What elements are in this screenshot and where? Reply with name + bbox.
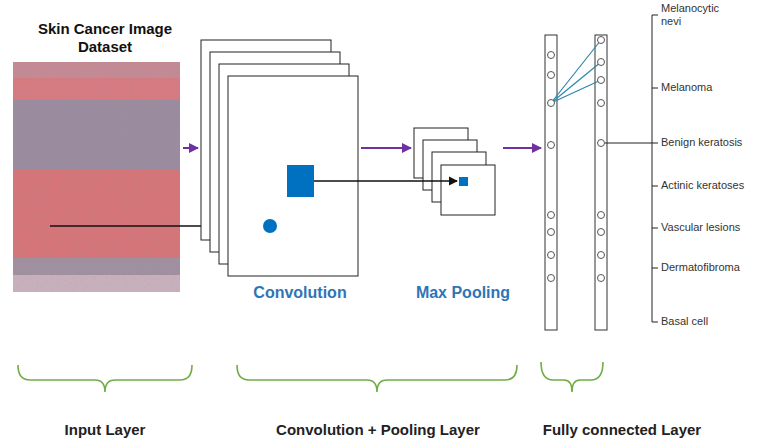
flow-arrow — [503, 147, 541, 149]
kernel-square — [287, 165, 314, 197]
neuron — [548, 72, 555, 79]
layer-name: Fully connected Layer — [543, 421, 701, 439]
receptive-dot — [263, 219, 277, 233]
bracket-tick — [652, 186, 658, 187]
neuron — [598, 275, 605, 282]
class-label: Dermatofibroma — [661, 261, 740, 274]
pooling-node: Max Pooling — [414, 128, 495, 215]
class-label: Vascular lesions — [661, 221, 740, 234]
curly-brace — [541, 362, 603, 392]
class-label: Melanocytic nevi — [661, 2, 727, 28]
feature-map-stack — [201, 40, 358, 276]
bracket-tick — [652, 268, 658, 269]
output-line — [605, 143, 652, 144]
class-bracket — [652, 15, 658, 322]
bracket-tick — [652, 228, 658, 229]
stage-name: Max Pooling — [416, 283, 510, 302]
weight-line — [551, 40, 601, 103]
layer-braces — [18, 362, 603, 392]
neuron — [598, 59, 605, 66]
neurons — [548, 37, 605, 282]
curly-brace — [237, 365, 517, 392]
pooled-square — [459, 177, 468, 186]
neuron — [598, 229, 605, 236]
image-texture — [13, 62, 180, 292]
pooled-map-stack — [414, 128, 495, 215]
neuron — [598, 37, 605, 44]
pooled-map — [441, 165, 495, 215]
neuron — [548, 142, 555, 149]
bracket-tick — [652, 88, 658, 89]
dense-layers — [545, 35, 652, 330]
image-node: Skin Cancer Image Dataset — [13, 62, 180, 292]
neuron — [598, 252, 605, 259]
bracket-spine — [652, 15, 653, 322]
neuron — [598, 140, 605, 147]
neuron — [548, 275, 555, 282]
neuron — [598, 212, 605, 219]
class-label: Basal cell — [661, 315, 708, 328]
curly-brace — [18, 365, 192, 392]
class-label: Melanoma — [661, 81, 712, 94]
neuron — [598, 100, 605, 107]
pointer-arrow — [314, 180, 457, 181]
neuron — [548, 52, 555, 59]
neuron — [598, 77, 605, 84]
dataset-heading: Skin Cancer Image Dataset — [30, 20, 180, 56]
neuron — [548, 100, 555, 107]
layer-name: Convolution + Pooling Layer — [276, 421, 480, 439]
weight-line — [551, 62, 601, 103]
bracket-tick — [652, 143, 658, 144]
convolution-node: Convolution — [201, 40, 358, 276]
neuron — [548, 212, 555, 219]
layer-name: Input Layer — [65, 421, 146, 439]
class-label: Actinic keratoses — [661, 179, 744, 192]
flow-arrow — [361, 147, 411, 149]
bracket-tick — [652, 322, 658, 323]
class-label: Benign keratosis — [661, 136, 742, 149]
stage-name: Convolution — [253, 283, 346, 302]
bracket-tick — [652, 15, 658, 16]
dense-column — [595, 35, 607, 330]
neuron — [548, 229, 555, 236]
flow-arrow — [183, 147, 198, 149]
weight-line — [551, 80, 601, 103]
skin-image — [13, 62, 180, 292]
feature-map — [228, 76, 358, 276]
dense-column — [545, 35, 557, 330]
neuron — [548, 252, 555, 259]
